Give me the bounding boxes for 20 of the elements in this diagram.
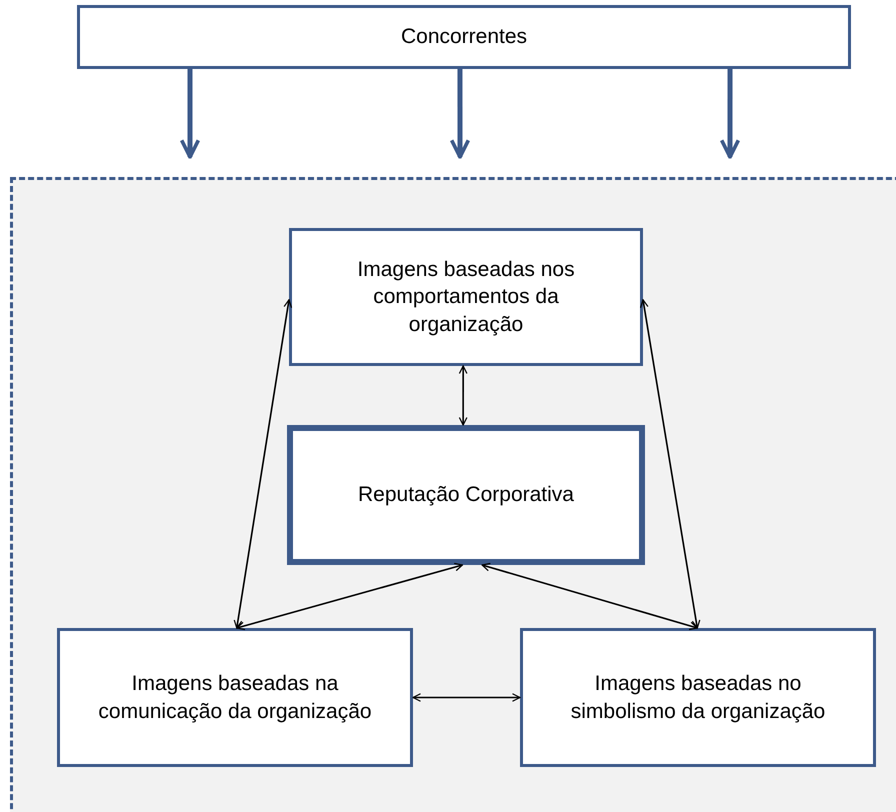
arrow [482, 562, 698, 630]
dashed-region [10, 177, 896, 812]
box-label: Imagens baseadas no simbolismo da organização [570, 671, 826, 724]
process-box [289, 228, 643, 366]
process-box [77, 5, 851, 69]
box-label: Concorrentes [400, 24, 528, 50]
arrow [412, 693, 521, 702]
arrow [234, 299, 292, 629]
arrow [458, 365, 468, 426]
arrow [236, 562, 464, 630]
box-label: Reputação Corporativa [358, 482, 574, 508]
box-label: Imagens baseadas nos comportamentos da organização [356, 257, 576, 338]
arrow [640, 299, 700, 629]
central-box [287, 425, 645, 565]
arrow [180, 69, 200, 159]
process-box [520, 628, 876, 767]
arrow [450, 69, 470, 159]
process-box [57, 628, 413, 767]
box-label: Imagens baseadas na comunicação da organização [97, 671, 373, 724]
arrow [720, 69, 740, 159]
